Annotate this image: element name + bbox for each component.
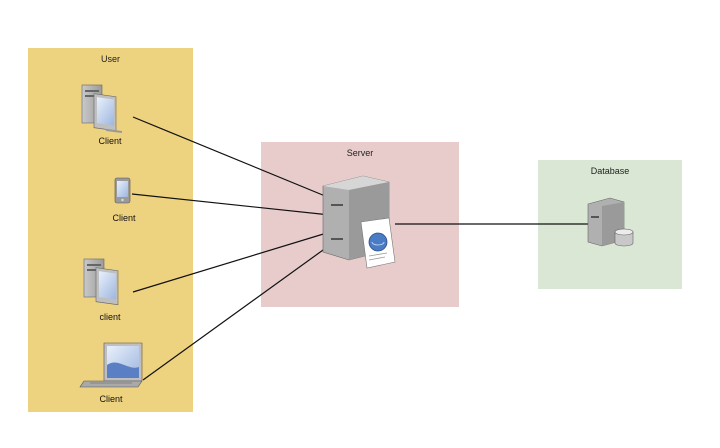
database-zone-title: Database bbox=[590, 166, 630, 176]
client-label-3: client bbox=[99, 312, 121, 322]
web-server-icon bbox=[322, 175, 396, 269]
client-label-2: Client bbox=[112, 213, 136, 223]
connector-client-4 bbox=[142, 244, 331, 381]
client-label-4: Client bbox=[99, 394, 123, 404]
server-zone-title: Server bbox=[346, 148, 374, 158]
database-server-icon bbox=[587, 197, 634, 247]
client-label-1: Client bbox=[98, 136, 122, 146]
desktop-computer-icon bbox=[83, 258, 119, 306]
connector-client-3 bbox=[132, 231, 331, 293]
user-zone-title: User bbox=[100, 54, 120, 64]
connector-client-1 bbox=[132, 116, 331, 199]
mobile-phone-icon bbox=[114, 177, 131, 204]
laptop-icon bbox=[79, 342, 143, 388]
connector-client-2 bbox=[131, 193, 331, 216]
desktop-computer-icon bbox=[81, 84, 122, 133]
connectors bbox=[131, 116, 588, 381]
